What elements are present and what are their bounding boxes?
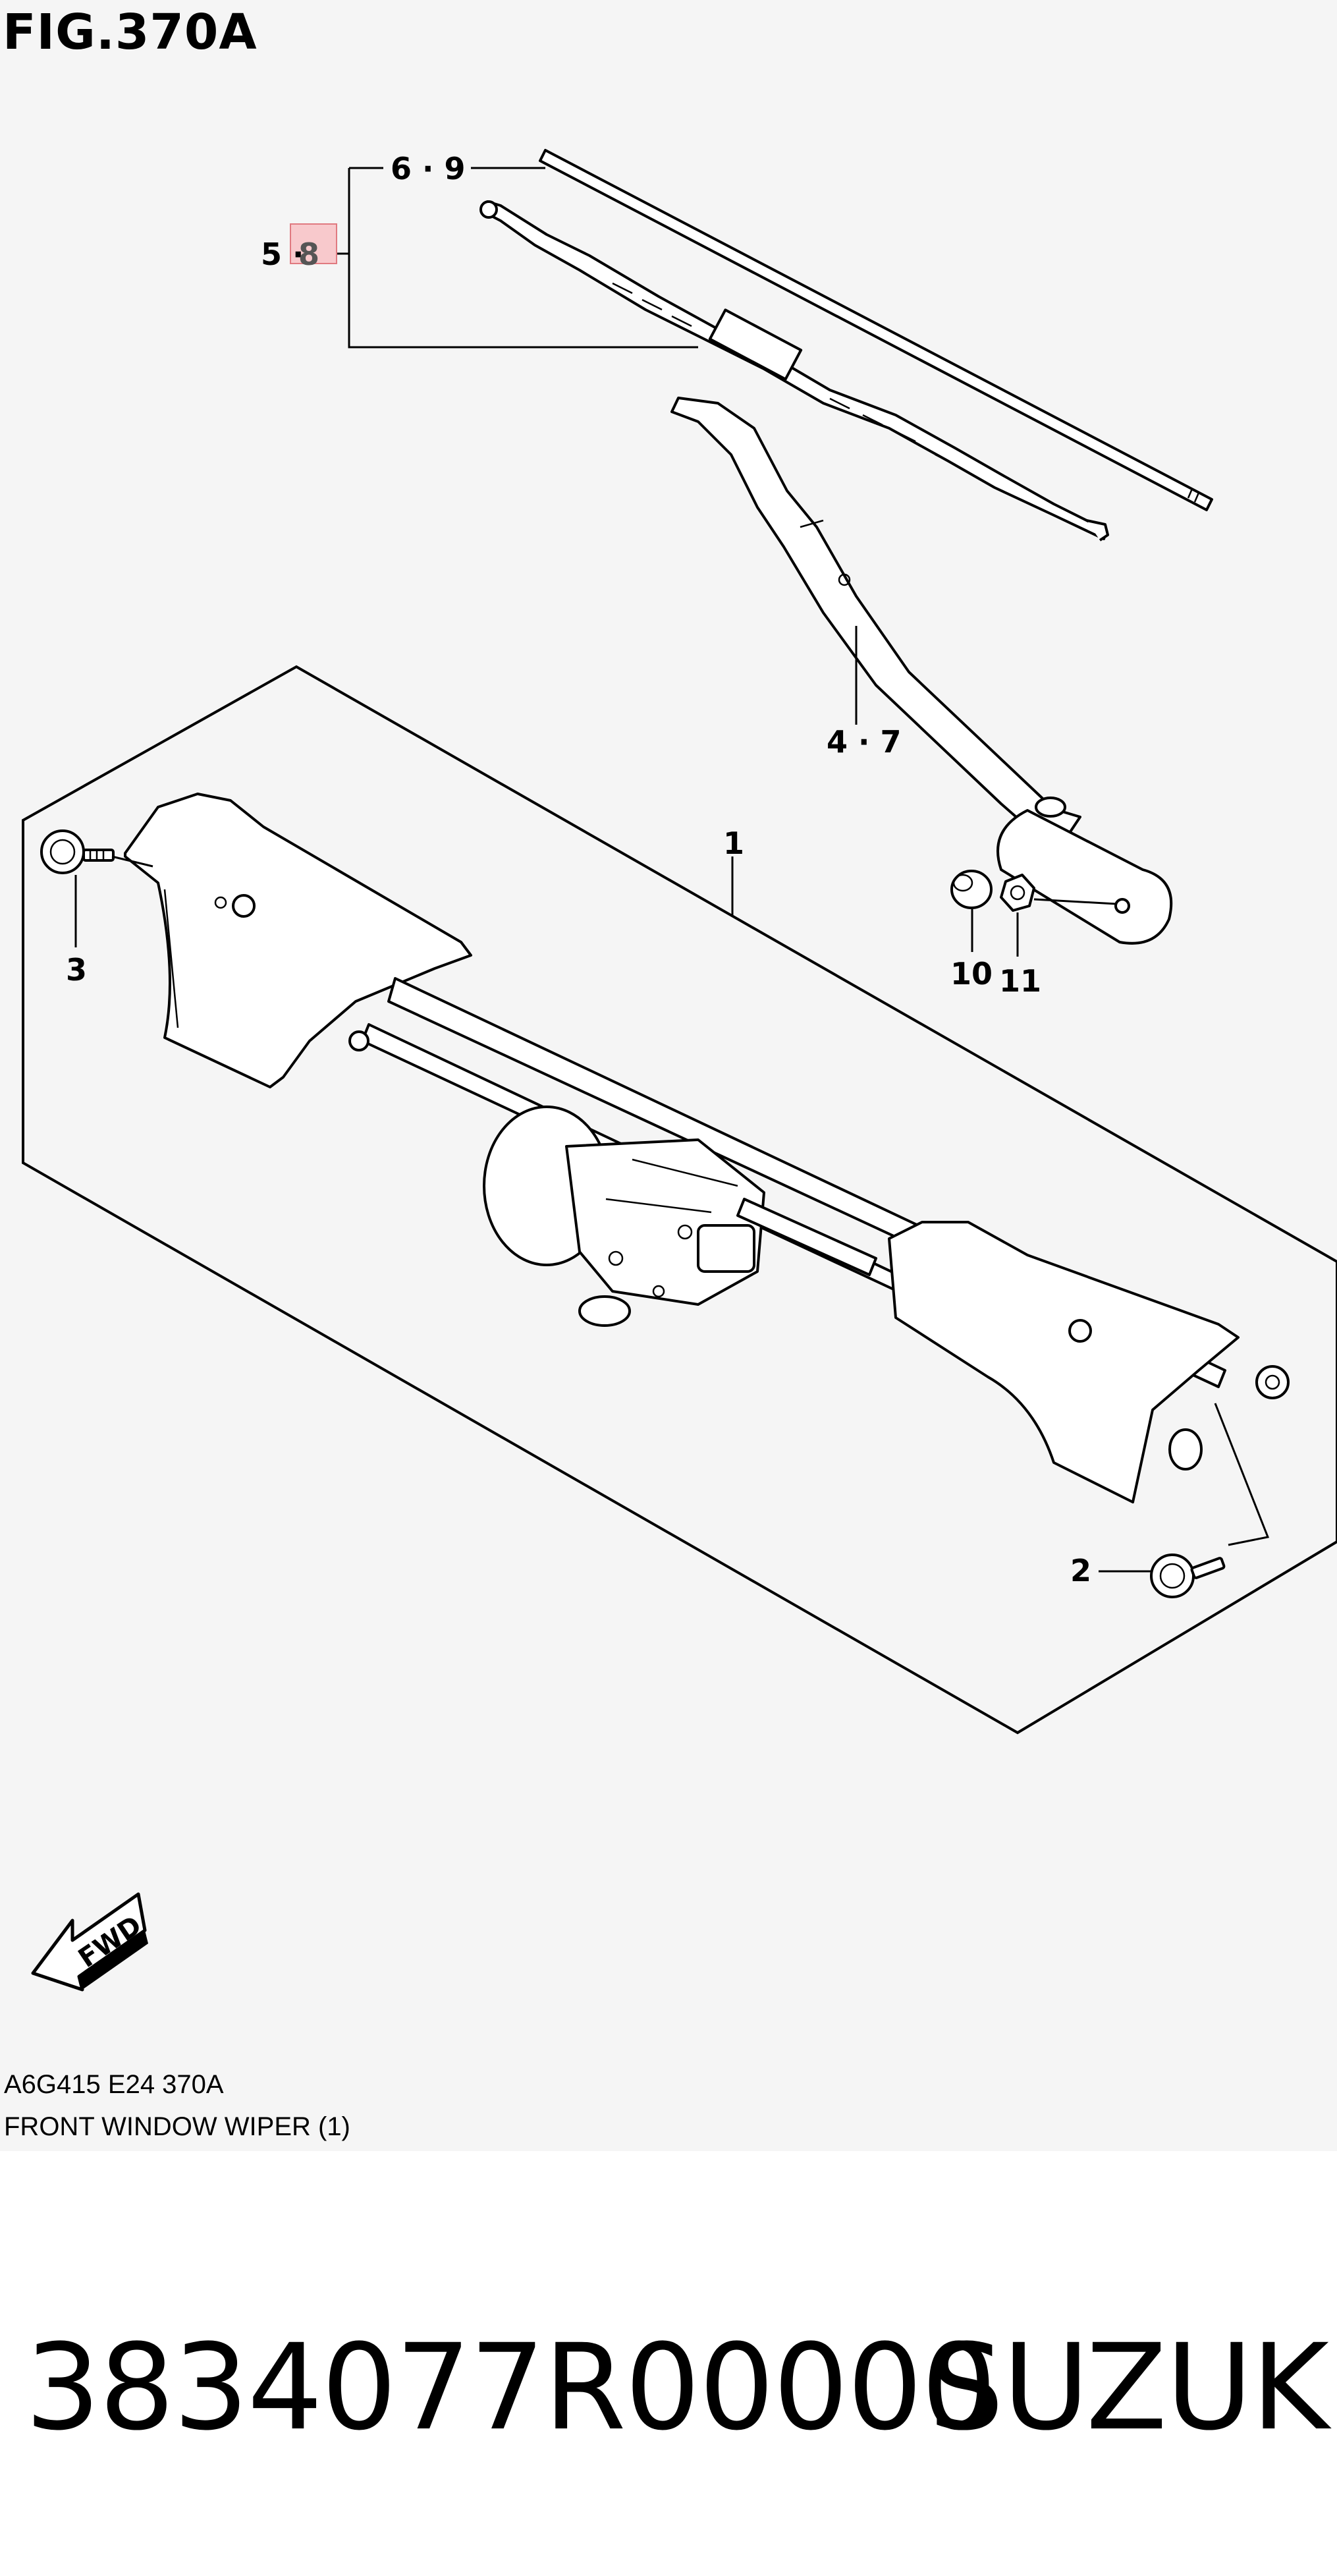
callout-wiper-blade: 6 · 9 [391, 151, 466, 186]
bolt-right [1150, 1554, 1226, 1598]
wiper-blade [539, 149, 1213, 511]
callout-cap: 10 [950, 956, 993, 992]
diagram-area [0, 0, 1337, 2151]
callout-blade-refill-b: 8 [298, 237, 319, 272]
leader-lines [74, 167, 1270, 1573]
callout-assembly: 1 [723, 826, 744, 861]
blade-refill [479, 200, 1109, 542]
parts-diagram: 6 · 9 5 · 8 4 · 7 1 3 10 11 2 FWD [22, 149, 1337, 1992]
cap [950, 870, 993, 909]
figure-caption: FRONT WINDOW WIPER (1) [4, 2112, 350, 2141]
fwd-arrow-icon: FWD [31, 1892, 148, 1992]
callout-bolt-left: 3 [66, 952, 87, 988]
nut [1000, 874, 1035, 912]
bolt-left [40, 829, 115, 874]
wiper-arm [670, 397, 1173, 945]
callout-nut: 11 [999, 963, 1041, 999]
figure-title: FIG.370A [3, 4, 258, 61]
wiper-linkage-assembly [124, 793, 1290, 1503]
part-number: 3834077R00000 [25, 2319, 996, 2457]
figure-code: A6G415 E24 370A [4, 2070, 224, 2099]
footer-area [0, 2151, 1337, 2576]
selected-part-highlight [290, 223, 337, 264]
callout-bolt-right: 2 [1070, 1553, 1091, 1588]
assembly-outline [22, 665, 1337, 1735]
callout-blade-refill-a: 5 · [261, 237, 304, 272]
brand-name: SUZUKI [929, 2319, 1337, 2457]
callout-arm: 4 · 7 [827, 724, 902, 760]
